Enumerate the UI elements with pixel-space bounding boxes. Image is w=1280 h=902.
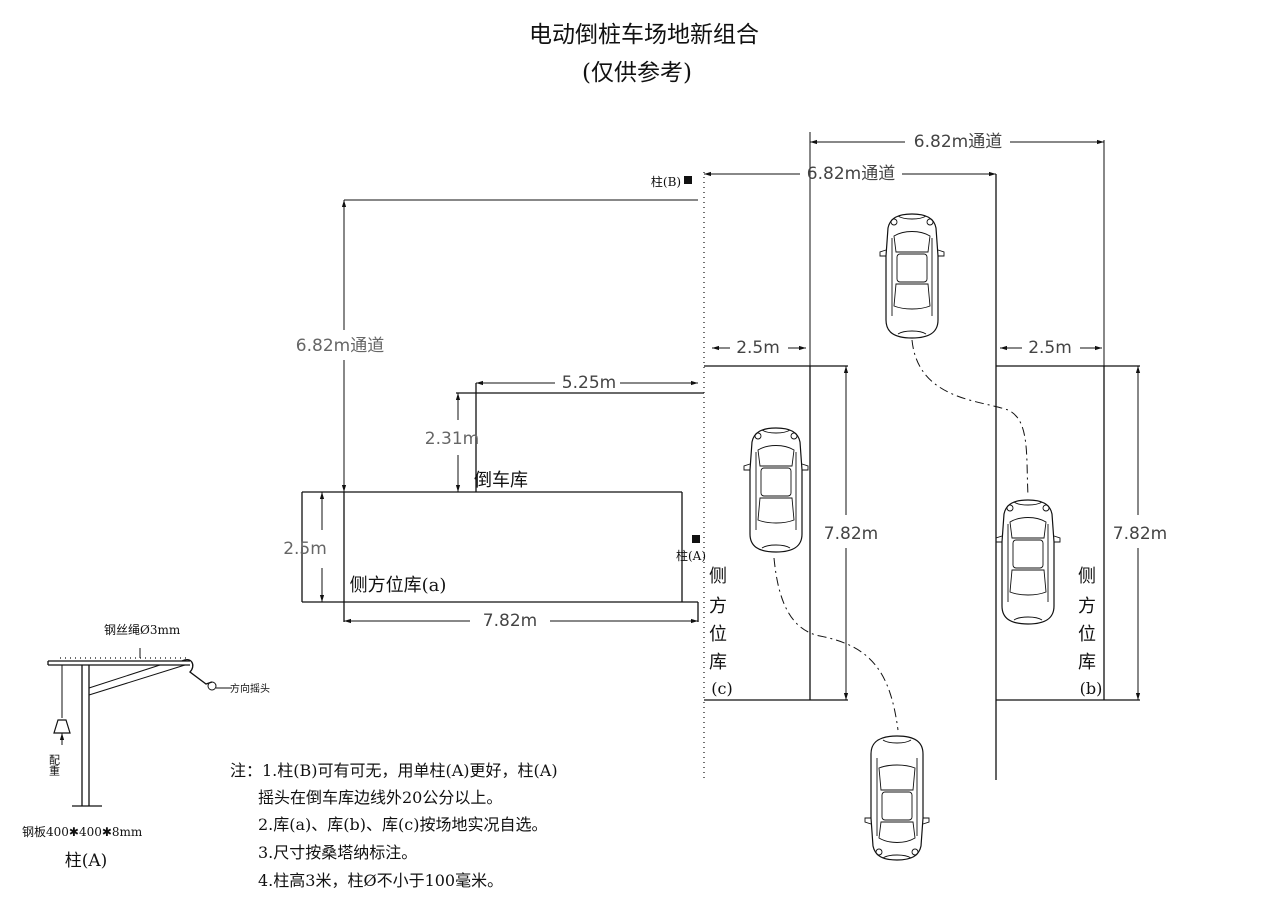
dim-aisle-left: 6.82m通道 (296, 336, 384, 356)
detail-weight-label: 配重 (48, 754, 61, 776)
bay-b-char-1: 侧 (1078, 566, 1096, 587)
detail-caption: 柱(A) (65, 851, 108, 871)
bay-b-char-5: (b) (1080, 679, 1103, 698)
detail-brace (88, 664, 186, 696)
dim-aisle-top-outer: 6.82m通道 (914, 132, 1002, 152)
bay-c-char-5: (c) (711, 679, 732, 698)
path-to-bay-b (911, 339, 1029, 497)
pillar-b-marker (684, 176, 692, 184)
dim-width-2-5-b: 2.5m (1028, 338, 1072, 358)
notes-block: 注：1.柱(B)可有可无，用单柱(A)更好，柱(A) 摇头在倒车库边线外20公分… (230, 761, 558, 890)
dim-depth-2-31: 2.31m (425, 429, 479, 449)
dim-width-5-25: 5.25m (562, 373, 616, 393)
detail-wire-label: 钢丝绳Ø3mm (104, 623, 181, 637)
pillar-detail-drawing: 方向摇头 配重 钢丝绳Ø3mm 钢板400✱400✱8mm 柱(A) (22, 623, 270, 871)
dim-length-7-82-bottom: 7.82m (483, 611, 537, 631)
note-line-3: 2.库(a)、库(b)、库(c)按场地实况自选。 (258, 815, 547, 834)
bay-c-char-1: 侧 (709, 566, 727, 587)
reverse-garage-label: 倒车库 (474, 470, 528, 491)
bay-b-label: 侧 方 位 库 (b) (1078, 566, 1102, 698)
bay-c-char-3: 位 (709, 624, 727, 645)
dim-length-7-82-c: 7.82m (824, 524, 878, 544)
note-line-1: 注：1.柱(B)可有可无，用单柱(A)更好，柱(A) (230, 761, 558, 780)
bay-a-label: 侧方位库(a) (350, 575, 447, 596)
bay-c-label: 侧 方 位 库 (c) (709, 566, 733, 698)
pillar-a-marker (692, 535, 700, 543)
detail-plate-label: 钢板400✱400✱8mm (22, 825, 143, 839)
car-aisle-top (879, 213, 945, 339)
bay-b-char-3: 位 (1078, 624, 1096, 645)
dim-length-7-82-b: 7.82m (1113, 524, 1167, 544)
note-line-2: 摇头在倒车库边线外20公分以上。 (258, 788, 502, 807)
dim-aisle-top-inner: 6.82m通道 (807, 164, 895, 184)
pillar-b-label: 柱(B) (651, 174, 681, 189)
pillar-a-label: 柱(A) (676, 548, 706, 563)
bay-b-char-4: 库 (1078, 652, 1096, 673)
detail-weight (53, 719, 71, 734)
detail-crank-label: 方向摇头 (230, 682, 270, 695)
detail-crank-arm (181, 659, 213, 685)
dim-width-2-5-c: 2.5m (736, 338, 780, 358)
page-title: 电动倒桩车场地新组合 (529, 22, 759, 48)
bay-b-char-2: 方 (1078, 596, 1096, 617)
bay-c-char-4: 库 (709, 652, 727, 673)
detail-brace-2 (88, 664, 161, 689)
path-from-bay-c (773, 557, 899, 731)
page-subtitle: (仅供参考) (582, 60, 692, 86)
car-bottom-aisle (864, 735, 930, 861)
note-line-5: 4.柱高3米，柱Ø不小于100毫米。 (258, 871, 503, 890)
bay-c-char-2: 方 (709, 596, 727, 617)
dim-width-2-5-left: 2.5m (283, 539, 327, 559)
note-line-4: 3.尺寸按桑塔纳标注。 (258, 843, 417, 862)
car-bay-c (743, 427, 809, 553)
detail-crank-knob (207, 681, 217, 691)
car-bay-b (995, 499, 1061, 625)
